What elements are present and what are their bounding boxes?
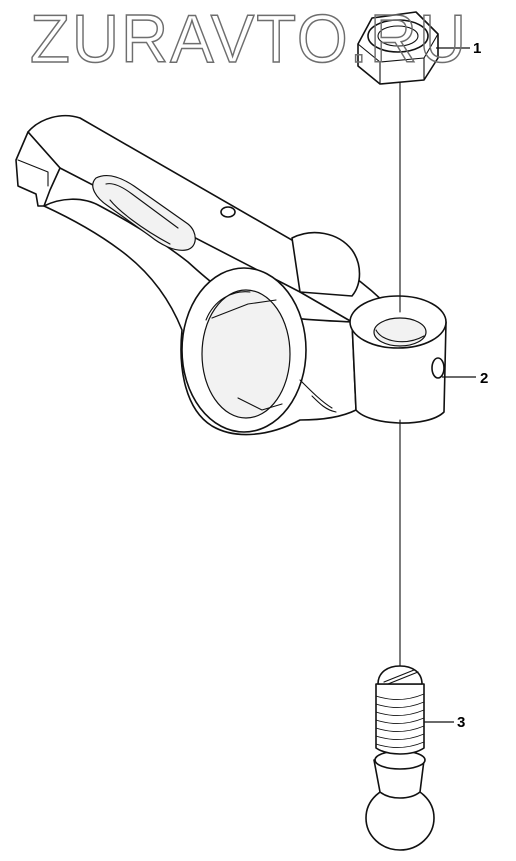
hex-nut-icon [357, 11, 439, 85]
watermark-text: ZURAVTO.RU [30, 1, 468, 77]
rocker-arm-icon [15, 114, 447, 436]
callout-1-group: 1 [436, 40, 481, 57]
callout-2-group: 2 [442, 370, 488, 387]
callout-number-2: 2 [480, 370, 488, 387]
adjusting-screw-icon [365, 665, 435, 851]
callout-number-1: 1 [473, 40, 481, 57]
callout-3-group: 3 [424, 714, 465, 731]
callout-number-3: 3 [457, 714, 465, 731]
